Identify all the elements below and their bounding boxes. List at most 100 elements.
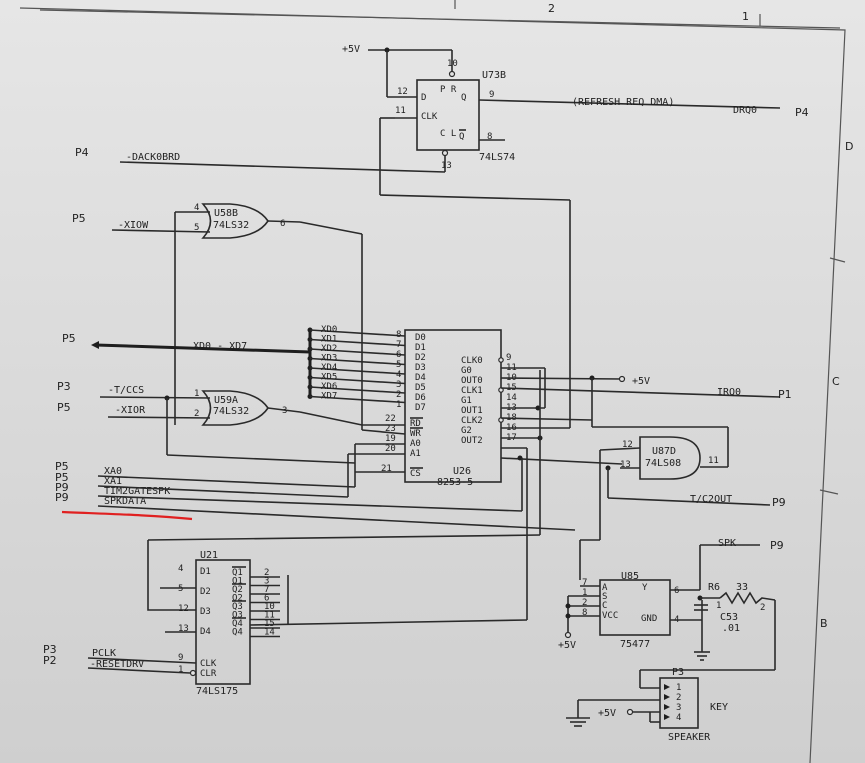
u73b-pin-pr: P R — [440, 85, 457, 95]
u85-num-8: 8 — [582, 608, 587, 618]
u73b-pin-q: Q — [461, 93, 466, 103]
u26-pin-wr: WR — [410, 429, 421, 439]
xiow-label: -XIOW — [118, 220, 149, 231]
u21-pin-num: 11 — [264, 611, 275, 621]
u26-pin-right: G0 — [461, 366, 472, 376]
connector-p5-bus: P5 — [62, 332, 76, 345]
u21-num-1: 1 — [178, 665, 183, 675]
u26-pin-d: D4 — [415, 373, 426, 383]
u85-num-6: 6 — [674, 586, 679, 596]
p3-pin-marker — [664, 714, 670, 720]
u73b-type: 74LS74 — [479, 152, 515, 163]
u85-pin-vcc: VCC — [602, 611, 618, 621]
u26-pin-right: G1 — [461, 396, 472, 406]
key-label: KEY — [710, 702, 728, 713]
u21-pin-num: 13 — [178, 624, 189, 634]
u21-type: 74LS175 — [196, 686, 238, 697]
u21-pin-num: 10 — [264, 602, 275, 612]
red-underline-mark — [61, 510, 193, 521]
u21-pin-d: D1 — [200, 567, 211, 577]
p3-pin-marker — [664, 694, 670, 700]
p3-pin-num: 1 — [676, 683, 681, 693]
p3-pin-marker — [664, 684, 670, 690]
u87d-num-13: 13 — [620, 460, 631, 470]
u26-num-19: 19 — [385, 434, 396, 444]
connector-p5-xa1: P5 — [55, 471, 69, 484]
u73b-flipflop: +5V D P R Q CLK C L Q 12 10 11 9 8 13 U7… — [342, 44, 809, 370]
u87d-num-11: 11 — [708, 456, 719, 466]
u58b-or-gate: P5 -XIOW 4 5 6 U58B 74LS32 — [72, 203, 363, 430]
r6-value: 33 — [736, 582, 748, 593]
t-c2out-label: T/C2OUT — [690, 494, 732, 505]
u26-type: 8253-5 — [437, 477, 473, 488]
connector-p5-xior: P5 — [57, 401, 71, 414]
u21-pin-q: Q3 — [232, 611, 243, 621]
xd-line-label: XD3 — [321, 354, 337, 364]
xd-line-wire — [309, 386, 406, 394]
u21-pin-num: 12 — [178, 604, 189, 614]
u85-pin-c: C — [602, 601, 607, 611]
connector-p5-xiow: P5 — [72, 212, 86, 225]
vcc-label-u85: +5V — [558, 640, 576, 651]
u26-pin-right: CLK2 — [461, 416, 483, 426]
u85-num-2: 2 — [582, 598, 587, 608]
connector-p9-tc2out: P9 — [772, 496, 786, 509]
dack0brd-label: -DACK0BRD — [126, 152, 180, 163]
border-zone-1: 1 — [742, 10, 749, 23]
u21-ref: U21 — [200, 550, 218, 561]
vcc-label-u73b: +5V — [342, 44, 360, 55]
u21-pin-q: Q2 — [232, 594, 243, 604]
xa0-label: XA0 — [104, 466, 122, 477]
u73b-num-11: 11 — [395, 106, 406, 116]
u59a-num-1: 1 — [194, 389, 199, 399]
connector-p9-spkdata: P9 — [55, 491, 69, 504]
connector-p1: P1 — [778, 388, 792, 401]
u87d-and-gate: 12 13 11 U87D 74LS08 T/C2OUT P9 — [579, 420, 786, 580]
u26-pin-right: CLK1 — [461, 386, 483, 396]
u85-pin-a: A — [602, 583, 608, 593]
u21-pin-q: Q1 — [232, 577, 243, 587]
u26-pin-num: 6 — [396, 350, 401, 360]
u21-pin-q: Q4 — [232, 619, 243, 629]
clk-input-marker — [498, 357, 504, 363]
u58b-type: 74LS32 — [213, 220, 249, 231]
u26-num-21: 21 — [381, 464, 392, 474]
u73b-num-8: 8 — [487, 132, 492, 142]
u26-pin-d: D3 — [415, 363, 426, 373]
dack0brd-net: P4 -DACK0BRD — [75, 146, 446, 173]
c53-ref: C53 — [720, 612, 738, 623]
u59a-num-3: 3 — [282, 406, 287, 416]
u58b-ref: U58B — [214, 208, 238, 219]
u59a-num-2: 2 — [194, 409, 199, 419]
u21-num-9: 9 — [178, 653, 183, 663]
u85-num-1: 1 — [582, 588, 587, 598]
resetdrv-label: -RESETDRV — [90, 659, 144, 670]
refresh-label: (REFRESH REQ DMA) — [572, 97, 674, 108]
u85-pin-s: S — [602, 592, 607, 602]
xd-line-label: XD4 — [321, 363, 337, 373]
u87d-ref: U87D — [652, 446, 676, 457]
u26-output-nets: +5V IRQ0 P1 — [500, 367, 792, 535]
connector-p9-spk: P9 — [770, 539, 784, 552]
u21-pin-num: 14 — [264, 628, 275, 638]
clk-input-marker — [498, 387, 504, 393]
xd-line-label: XD6 — [321, 382, 337, 392]
xior-label: -XIOR — [115, 405, 146, 416]
p3-pin-num: 2 — [676, 693, 681, 703]
p3-conn-ref: P3 — [672, 667, 684, 678]
xd-bus-label: XD0 - XD7 — [193, 341, 247, 352]
u26-pin-num-right: 14 — [506, 393, 517, 403]
tim2gatespk-label: TIM2GATESPK — [104, 486, 170, 497]
connector-p2-reset: P2 — [43, 654, 57, 667]
u85-type: 75477 — [620, 639, 650, 650]
irq0-label: IRQ0 — [717, 387, 741, 398]
u26-pin-d: D0 — [415, 333, 426, 343]
p3-pin-num: 4 — [676, 713, 681, 723]
u73b-num-9: 9 — [489, 90, 494, 100]
u26-pin-right: G2 — [461, 426, 472, 436]
u85-driver: U85 A Y S C VCC GND 7 1 2 8 6 4 75477 +5… — [558, 571, 710, 661]
